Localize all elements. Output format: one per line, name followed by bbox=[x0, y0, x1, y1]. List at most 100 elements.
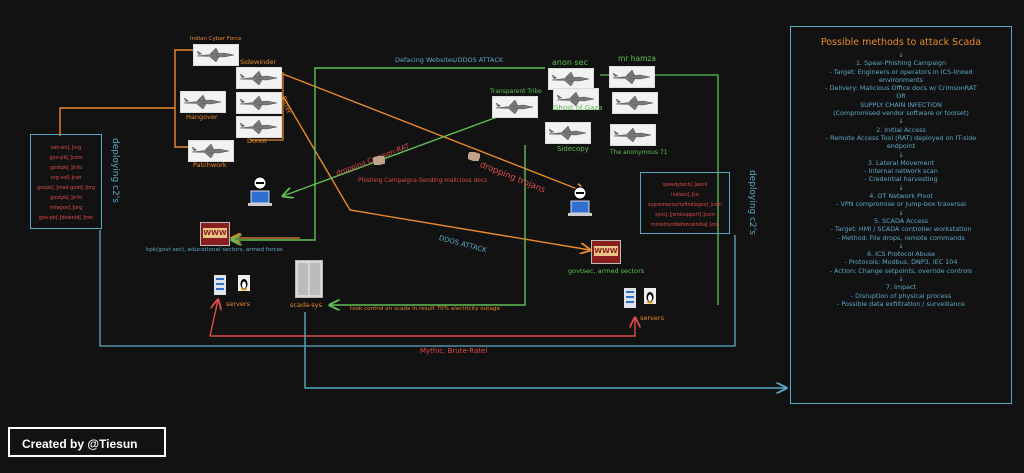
linux-icon bbox=[238, 275, 250, 291]
panel-step-line: - Remote Access Tool (RAT) deployed on I… bbox=[825, 133, 977, 142]
transparent-tribe-label: Transparent Tribe bbox=[490, 88, 542, 95]
panel-step-line: ↓ bbox=[898, 275, 904, 284]
server-icon bbox=[624, 288, 636, 308]
panel-step-line: - VPN compromise or jump-box traversal bbox=[836, 200, 966, 209]
jet-icon bbox=[545, 122, 591, 144]
left-target-desc: kpk(govt sec), educational sectors, arme… bbox=[146, 247, 283, 253]
jet-icon bbox=[236, 116, 282, 138]
methods-panel: Possible methods to attack Scada ↓1. Spe… bbox=[790, 26, 1012, 404]
panel-step-line: 1. Spear-Phishing Campaign bbox=[855, 59, 947, 68]
took-control-label: took control on scada in result 70% elec… bbox=[350, 306, 500, 312]
scada-label: scada-sys bbox=[290, 301, 323, 309]
defacing-label: Defacing Websites/DDOS ATTACK bbox=[395, 56, 504, 64]
donot-label: Donot bbox=[247, 137, 267, 145]
panel-step-line: - Target: Engineers or operators in ICS-… bbox=[829, 67, 973, 76]
jet-icon bbox=[609, 66, 655, 88]
c2-domain: sync[.]jsmisupport[.]com bbox=[654, 213, 716, 218]
c2-domain: mfagov[.]org bbox=[49, 205, 83, 211]
panel-step-line: SUPPLY CHAIN INFECTION bbox=[860, 100, 942, 109]
right-target-desc: govtsec, armed sectors bbox=[568, 267, 645, 275]
jet-icon bbox=[188, 140, 234, 162]
c2-domain: govtpk[.]info bbox=[49, 165, 83, 171]
panel-step-line: 3. Lateral Movement bbox=[867, 158, 935, 167]
methods-panel-title: Possible methods to attack Scada bbox=[820, 37, 982, 48]
panel-step-line: ↓ bbox=[898, 150, 904, 159]
panel-step-line: - Internal network scan bbox=[864, 167, 938, 176]
jet-icon bbox=[612, 92, 658, 114]
panel-step-line: - Credential harvesting bbox=[864, 175, 938, 184]
left-www-icon: WWW bbox=[200, 222, 230, 246]
panel-step-line: (Compromised vendor software or toolset) bbox=[833, 109, 969, 118]
panel-step-line: - Possible data exfiltration / surveilla… bbox=[837, 299, 965, 308]
ghost-of-gaza-label: Ghost of Gaza bbox=[553, 104, 603, 112]
panel-step-line: 6. ICS Protocol Abuse bbox=[866, 250, 936, 259]
hangover-label: Hangover bbox=[186, 113, 218, 121]
panel-step-line: - Protocols: Modbus, DNP3, IEC 104 bbox=[844, 258, 958, 267]
jet-icon bbox=[610, 124, 656, 146]
phishing-label: Phishing Campaigns-Sending malicious doc… bbox=[358, 178, 487, 184]
panel-step-line: 2. Initial Access bbox=[876, 125, 926, 134]
servers-left-label: servers bbox=[226, 300, 250, 308]
jet-icon bbox=[553, 88, 599, 110]
c2-domain: indiasc[.]co bbox=[671, 193, 699, 198]
sidewinder-label: Sidewinder bbox=[240, 58, 277, 66]
c2-domain: ministryofdefenceindia[.]org bbox=[650, 223, 720, 228]
panel-step-line: ↓ bbox=[898, 183, 904, 192]
panel-step-line: ↓ bbox=[898, 117, 904, 126]
panel-step-line: endpoint bbox=[886, 142, 916, 151]
anonymous71-label: The anonymous 71 bbox=[610, 149, 668, 156]
document-icon bbox=[468, 152, 480, 161]
credit-box: Created by @Tiesun bbox=[8, 427, 166, 457]
panel-step-line: environments bbox=[878, 75, 924, 84]
left-c2-domain-list: net-src[.]org gov-pk[.]com govtpk[.]info… bbox=[31, 135, 101, 223]
servers-right-label: servers bbox=[640, 314, 664, 322]
panel-step-line: - Method: File drops, remote commands bbox=[837, 233, 965, 242]
indian-cyber-force-label: Indian Cyber Force bbox=[190, 36, 242, 42]
hacker-computer-icon bbox=[248, 176, 272, 206]
panel-step-line: ↓ bbox=[898, 241, 904, 250]
mythic-label: Mythic, Brute-Ratel bbox=[420, 347, 488, 355]
c2-domain: speedytech[.]work bbox=[662, 183, 708, 188]
c2-domain: net-src[.]org bbox=[50, 145, 82, 151]
www-label: WWW bbox=[203, 228, 227, 238]
panel-step-line: 4. OT Network Pivot bbox=[869, 192, 933, 201]
mr-hamza-label: mr hamza bbox=[618, 54, 656, 63]
anon-sec-label: anon sec bbox=[552, 58, 588, 67]
panel-step-line: OR bbox=[896, 92, 906, 101]
patchwork-label: Patchwork bbox=[193, 161, 227, 169]
left-c2-box: net-src[.]org gov-pk[.]com govtpk[.]info… bbox=[30, 134, 102, 229]
sidecopy-label: Sidecopy bbox=[557, 145, 589, 153]
panel-step-line: - Target: HMI / SCADA controller worksta… bbox=[830, 225, 972, 234]
right-c2-label: deploying c2's bbox=[747, 170, 757, 235]
panel-step-line: - Disruption of physical process bbox=[850, 291, 952, 300]
c2-domain: supremecourtofindiagov[.]com bbox=[647, 203, 723, 208]
server-icon bbox=[214, 275, 226, 295]
jet-icon bbox=[180, 91, 226, 113]
c2-domain: gov-pk[.]com bbox=[49, 155, 83, 161]
panel-step-line: 7. Impact bbox=[885, 283, 917, 292]
c2-domain: org-sol[.]net bbox=[50, 175, 82, 181]
jet-icon bbox=[236, 67, 282, 89]
panel-step-line: - Action: Change setpoints, override con… bbox=[829, 266, 973, 275]
c2-domain: gov-pk[.]downld[.]net bbox=[38, 215, 94, 221]
c2-domain: govtpk[.]info bbox=[49, 195, 83, 201]
panel-step-line: - Delivery: Malicious Office docs w/ Cri… bbox=[825, 84, 977, 93]
panel-step-line: 5. SCADA Access bbox=[873, 216, 929, 225]
panel-step-line: ↓ bbox=[898, 51, 904, 59]
right-www-icon: WWW bbox=[591, 240, 621, 264]
jet-icon bbox=[193, 44, 239, 66]
jet-icon bbox=[236, 92, 282, 114]
right-c2-domain-list: speedytech[.]work indiasc[.]co supremeco… bbox=[641, 173, 729, 231]
methods-panel-steps: ↓1. Spear-Phishing Campaign- Target: Eng… bbox=[791, 51, 1011, 308]
document-icon bbox=[373, 156, 385, 165]
hacker-computer-icon bbox=[568, 186, 592, 216]
linux-icon bbox=[644, 288, 656, 304]
scada-rack-icon bbox=[295, 260, 323, 298]
jet-icon bbox=[492, 96, 538, 118]
panel-step-line: ↓ bbox=[898, 208, 904, 217]
right-c2-box: speedytech[.]work indiasc[.]co supremeco… bbox=[640, 172, 730, 234]
left-c2-label: deploying c2's bbox=[110, 138, 120, 203]
c2-domain: govpk[.]mail-govt[.]org bbox=[36, 185, 96, 191]
www-label: WWW bbox=[594, 246, 618, 256]
